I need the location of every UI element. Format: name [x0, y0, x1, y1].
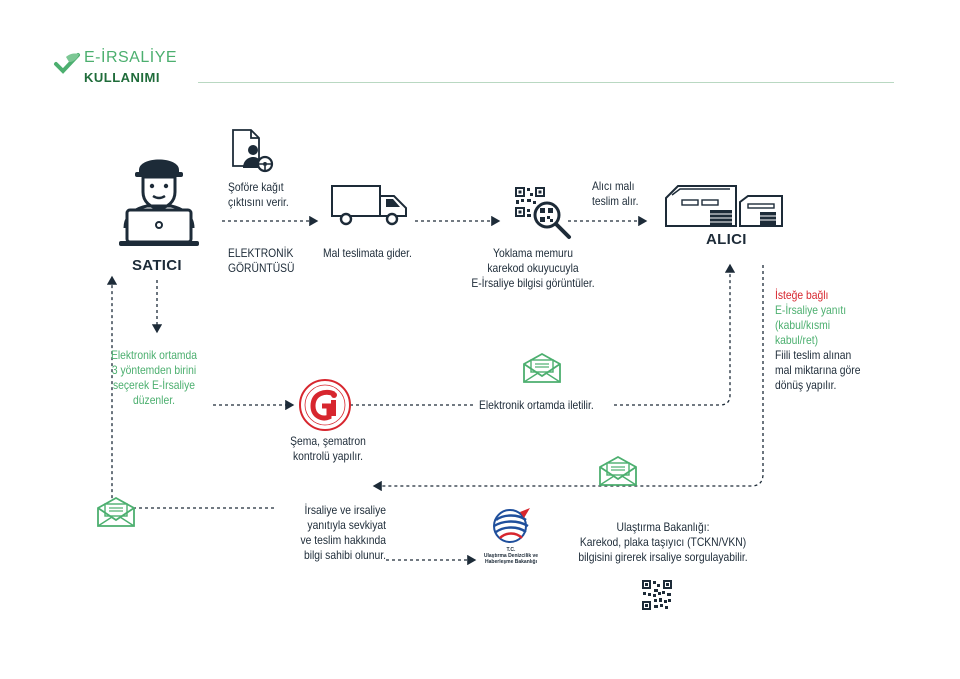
page-title: E-İRSALİYE [84, 49, 178, 66]
check-leaf-icon [54, 53, 80, 74]
header-divider [198, 82, 894, 83]
label-istege-bagli: İsteğe bağlı E-İrsaliye yanıtı (kabul/kı… [775, 288, 861, 392]
label-duzenler: Elektronik ortamda 3 yöntemden birini se… [110, 348, 198, 407]
label-irsaliye-yanit: İrsaliye ve irsaliye yanıtıyla sevkiyat … [300, 503, 386, 562]
arrow-to-alici [614, 263, 736, 406]
node-alici: ALICI [706, 231, 747, 248]
label-iletilir: Elektronik ortamda iletilir. [479, 398, 594, 412]
document-driver-icon [232, 129, 274, 173]
node-satici: SATICI [132, 257, 182, 274]
envelope-icon [523, 352, 561, 383]
page-subtitle: KULLANIMI [84, 70, 160, 85]
arrow-alici-back [372, 265, 764, 492]
ministry-logo-icon [493, 508, 530, 543]
label-mal-teslimata: Mal teslimata gider. [323, 246, 412, 260]
envelope-icon [599, 455, 637, 486]
qr-scan-icon [515, 187, 571, 239]
optional-label: İsteğe bağlı [775, 288, 829, 302]
envelope-icon [97, 496, 135, 527]
seller-laptop-icon [119, 159, 199, 246]
qr-code-icon [642, 580, 672, 610]
label-ulastirma: Ulaştırma Bakanlığı: Karekod, plaka taşı… [578, 520, 748, 564]
ministry-logo-text: T.C. Ulaştırma Denizcilik ve Haberleşme … [483, 547, 539, 565]
gib-logo-icon [299, 379, 351, 431]
warehouse-icon [665, 185, 783, 227]
truck-icon [331, 185, 407, 226]
